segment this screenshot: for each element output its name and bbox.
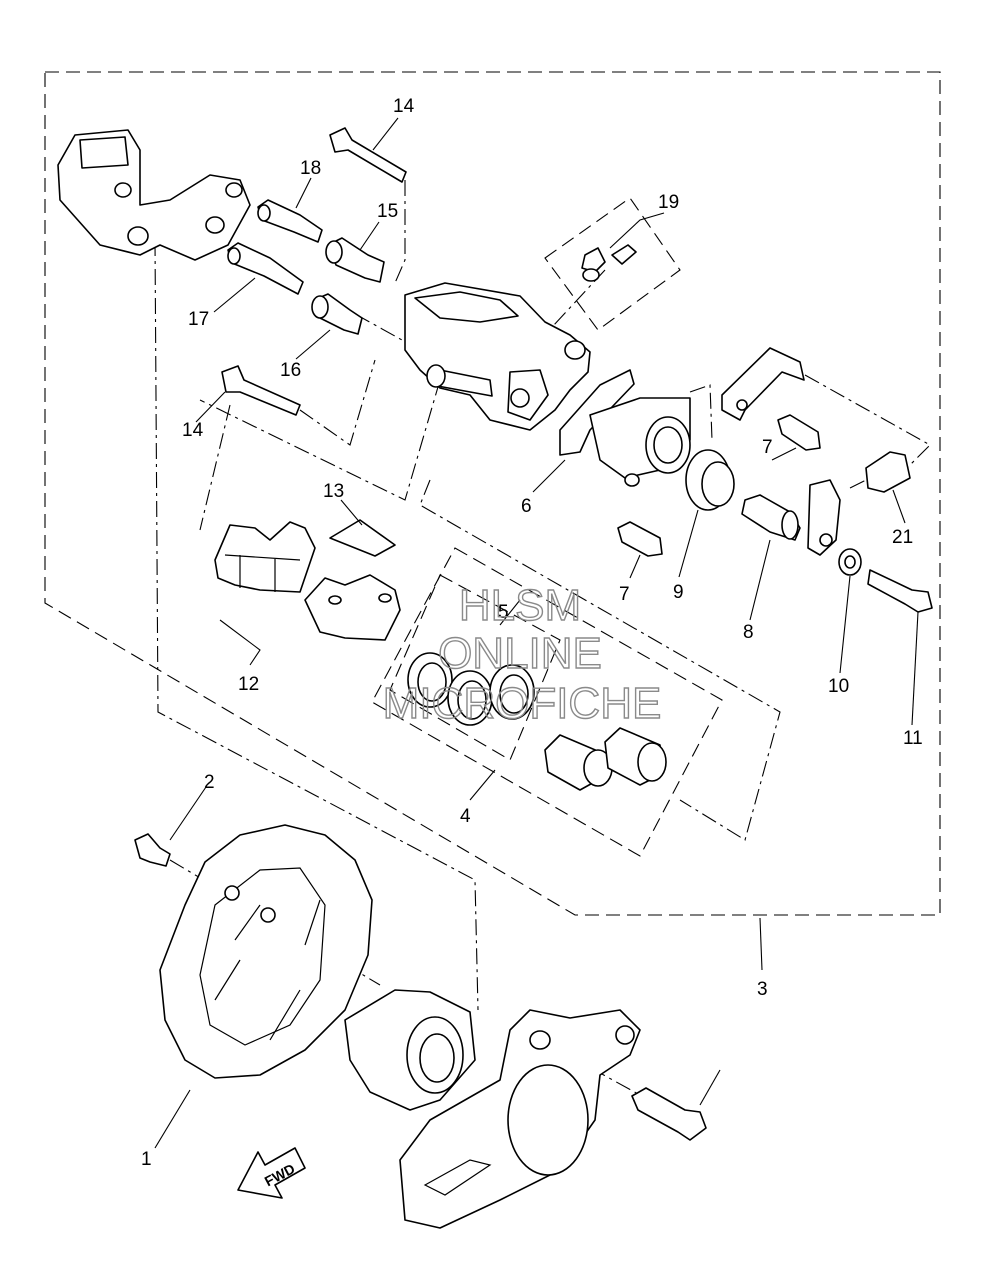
callout-5: 5 (498, 602, 509, 623)
bolt-7-lower (617, 521, 663, 557)
assembly-line-pin-upper (394, 180, 406, 284)
collar-9 (685, 449, 735, 511)
callout-8: 8 (743, 622, 754, 643)
callout-6: 6 (521, 496, 532, 517)
plate-10 (807, 479, 862, 576)
assembly-line-spring (849, 477, 871, 489)
forward-direction-arrow: FWD (237, 1147, 306, 1199)
callout-17: 16 (280, 360, 301, 381)
boot-15 (325, 237, 385, 283)
callout-1: 1 (141, 1149, 152, 1170)
callout-20: 21 (892, 527, 913, 548)
bolt-7-upper (777, 414, 821, 451)
support-bracket-6 (559, 369, 691, 487)
callout-16: 18 (300, 158, 321, 179)
seal-ring-left (407, 652, 453, 708)
watermark-line-1: HLSM (459, 581, 581, 630)
brake-pad-13-lower (304, 574, 401, 641)
lower-bracket (399, 1009, 641, 1229)
assembly-line-bolt-7 (689, 384, 713, 441)
brake-pad-13-upper (214, 521, 316, 593)
watermark-line-2: ONLINE (438, 629, 602, 678)
callout-10: 10 (828, 676, 849, 697)
callout-15: 15 (377, 201, 398, 222)
seal-kit-boundary (371, 547, 723, 857)
leader-lines (154, 117, 919, 1149)
pin-18 (227, 242, 304, 295)
bolt-21 (631, 1087, 707, 1141)
assembly-line-body-piston (329, 299, 421, 351)
assembly-line-bracket-arm (804, 374, 931, 471)
wheel-hub (344, 989, 476, 1111)
piston-left (544, 734, 613, 791)
bracket-arm (721, 347, 805, 421)
seal-ring-right (489, 664, 535, 720)
pin-16 (257, 199, 323, 243)
assembly-line-bracket (154, 239, 479, 1011)
assembly-line-hub-bolt (539, 1039, 641, 1096)
assembly-line-pad (199, 404, 231, 531)
bleed-screw-19 (581, 244, 637, 282)
callout-2: 2 (204, 772, 215, 793)
spring-20 (865, 451, 911, 493)
piston-subset-boundary (389, 574, 561, 761)
callout-7-lower: 7 (619, 584, 630, 605)
brake-disc-1 (159, 824, 373, 1079)
watermark-line-3: MICROFICHE (383, 679, 662, 728)
caliper-assembly-boundary (44, 71, 941, 916)
pad-spring-12 (329, 519, 396, 557)
boot-17 (311, 293, 363, 335)
assembly-line-caliper-body (199, 379, 441, 501)
callout-9: 9 (673, 582, 684, 603)
assembly-line-pin-lower (299, 359, 376, 446)
seal-ring-mid (447, 670, 493, 726)
caliper-bracket (57, 129, 251, 261)
piston-right (604, 727, 667, 786)
callout-13: 12 (238, 674, 259, 695)
callout-7-upper: 7 (762, 437, 773, 458)
callout-19: 19 (658, 192, 679, 213)
callout-12: 13 (323, 481, 344, 502)
callout-3: 3 (757, 979, 768, 1000)
callout-18: 17 (188, 309, 209, 330)
callout-14-lower: 14 (182, 420, 204, 441)
spring-8 (741, 494, 801, 541)
pin-14-upper (329, 127, 407, 183)
callout-4: 4 (460, 806, 471, 827)
bolt-2 (134, 833, 171, 867)
bleed-set-boundary (544, 197, 681, 331)
watermark: HLSM ONLINE MICROFICHE (382, 580, 662, 728)
callout-14-upper: 14 (393, 96, 415, 117)
callouts: 14 18 15 17 16 14 19 13 6 7 21 7 9 8 5 1… (141, 96, 923, 1170)
assembly-line-seal (419, 479, 781, 841)
pin-14-lower (221, 365, 301, 416)
callout-11: 11 (903, 728, 923, 749)
caliper-body (404, 282, 591, 431)
bolt-11 (867, 569, 933, 613)
